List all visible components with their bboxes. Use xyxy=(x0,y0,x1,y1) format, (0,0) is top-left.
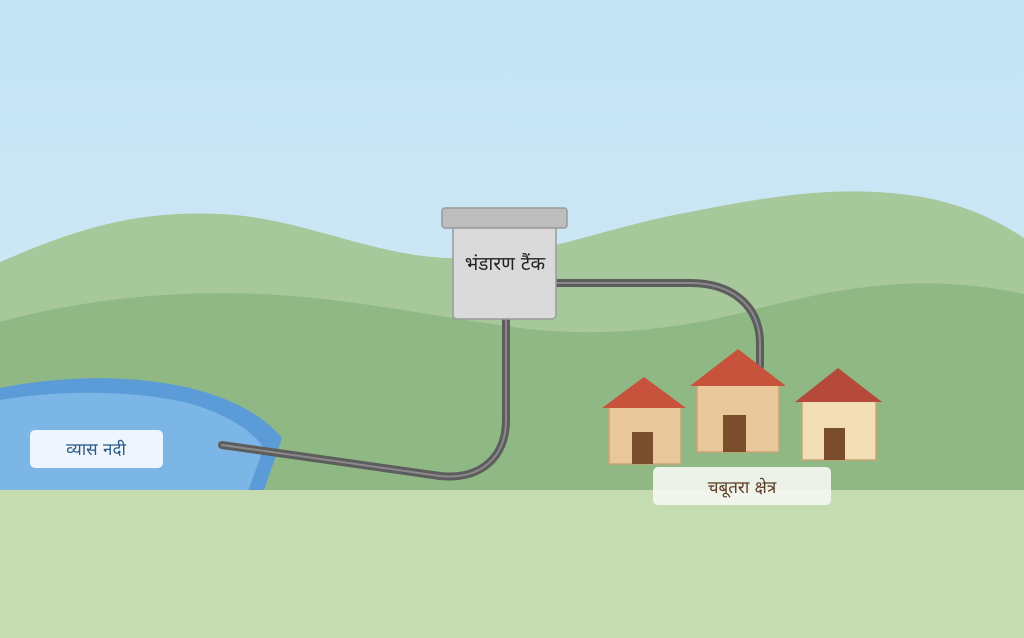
distribution-pipe-highlight xyxy=(555,282,761,367)
storage-tank: भंडारण टैंक xyxy=(441,207,568,320)
house-center xyxy=(690,349,786,453)
house-left xyxy=(602,377,686,465)
river-label: व्यास नदी xyxy=(30,430,163,468)
ground xyxy=(0,490,1024,638)
house-right xyxy=(795,368,882,461)
tank-label: भंडारण टैंक xyxy=(465,252,546,275)
house-left-door xyxy=(632,432,653,464)
settlement-label: चबूतरा क्षेत्र xyxy=(653,467,831,505)
tank-lid xyxy=(441,207,568,229)
river-label-text: व्यास नदी xyxy=(66,439,126,460)
intake-pipe-highlight xyxy=(221,317,507,478)
settlement-label-text: चबूतरा क्षेत्र xyxy=(708,477,777,498)
house-center-door xyxy=(723,415,746,452)
house-right-door xyxy=(824,428,845,460)
